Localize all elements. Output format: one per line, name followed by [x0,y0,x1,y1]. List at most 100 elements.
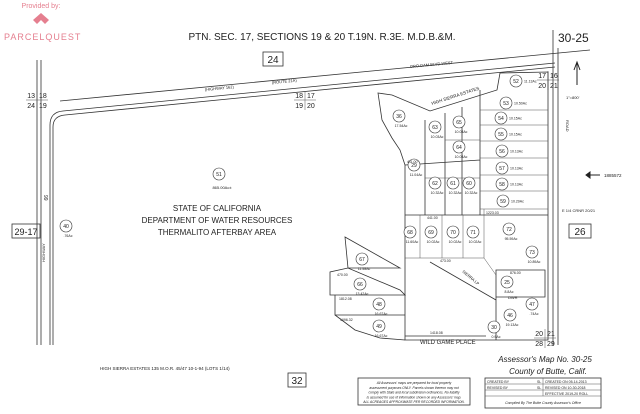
adjacent-map-west[interactable]: 29-17 [14,227,37,237]
parcel-number[interactable]: 62 [432,181,438,187]
parcel-number[interactable]: 58 [499,182,505,188]
parcel-51-circle[interactable] [212,167,226,181]
adjacent-box-east[interactable] [568,223,592,239]
parcel-circle[interactable] [525,245,539,259]
parcel-circle[interactable] [495,161,509,175]
parcel-number[interactable]: 64 [456,145,462,151]
parcel-circle[interactable] [487,320,501,334]
parcel-number[interactable]: 25 [504,280,510,286]
parcel-number[interactable]: 68 [407,230,413,236]
parcel-circle[interactable] [452,115,466,129]
parcel-circle[interactable] [495,144,509,158]
parcel-circle[interactable] [509,74,523,88]
parcel-number[interactable]: 67 [359,257,365,263]
parcel-number[interactable]: 40 [63,224,69,230]
parcel-circle[interactable] [462,176,476,190]
parcel-51-number[interactable]: 51 [216,172,222,178]
parcel-number[interactable]: 47 [529,302,535,308]
parcel-number[interactable]: 65 [456,120,462,126]
parcel-40[interactable]: 40.76Ac [59,219,73,238]
parcel-circle[interactable] [403,225,417,239]
parcel-number[interactable]: 73 [529,250,535,256]
parcel-circle[interactable] [428,176,442,190]
parcel-circle[interactable] [495,177,509,191]
parcel-circle[interactable] [446,176,460,190]
parcel-circle[interactable] [500,275,514,289]
parcel-30[interactable]: 300.9Ac [487,320,501,339]
parcel-number[interactable]: 57 [499,166,505,172]
parcel-circle[interactable] [496,194,510,208]
parcel-number[interactable]: 53 [503,101,509,107]
parcel-number[interactable]: 48 [376,302,382,308]
adjacent-map-north[interactable]: 24 [267,55,279,66]
adjacent-box-west[interactable] [11,223,41,239]
parcel-number[interactable]: 29 [411,163,417,169]
parcel-number[interactable]: 61 [450,181,456,187]
parcel-number[interactable]: 59 [500,199,506,205]
parcel-circle[interactable] [446,225,460,239]
parcel-circle[interactable] [59,219,73,233]
parcel-number[interactable]: 60 [466,181,472,187]
parcel-circle[interactable] [494,111,508,125]
parcel-number[interactable]: 56 [499,149,505,155]
parcel-circle[interactable] [503,308,517,322]
parcel-circle[interactable] [372,297,386,311]
parcel-circle[interactable] [428,120,442,134]
parcel-circle[interactable] [424,225,438,239]
adjacent-map-east[interactable]: 26 [574,227,586,238]
parcel-number[interactable]: 52 [513,79,519,85]
parcel-number[interactable]: 63 [432,125,438,131]
parcel-circle[interactable] [502,222,516,236]
parcel-circle[interactable] [407,158,421,172]
adjacent-box-south[interactable] [287,372,307,388]
parcel-circle[interactable] [353,277,367,291]
parcel-circle[interactable] [452,140,466,154]
parcel-number[interactable]: 72 [506,227,512,233]
adjacent-map-south[interactable]: 32 [291,376,303,387]
parcel-number[interactable]: 55 [498,132,504,138]
parcel-number[interactable]: 70 [450,230,456,236]
parcel-circle[interactable] [392,109,406,123]
parcel-number[interactable]: 54 [498,116,504,122]
parcel-47[interactable]: 47.74Ac [525,297,539,316]
parcel-number[interactable]: 36 [396,114,402,120]
parcel-circle[interactable] [494,127,508,141]
parcel-number[interactable]: 71 [470,230,476,236]
parcel-number[interactable]: 46 [507,313,513,319]
parcel-circle[interactable] [355,252,369,266]
parcel-circle[interactable] [525,297,539,311]
parcel-circle[interactable] [372,319,386,333]
adjacent-box-north[interactable] [262,51,284,67]
parcel-25[interactable]: 258.8Ac [500,275,514,294]
parcel-number[interactable]: 49 [376,324,382,330]
parcel-number[interactable]: 69 [428,230,434,236]
parcel-circle[interactable] [466,225,480,239]
parcel-number[interactable]: 30 [491,325,497,331]
